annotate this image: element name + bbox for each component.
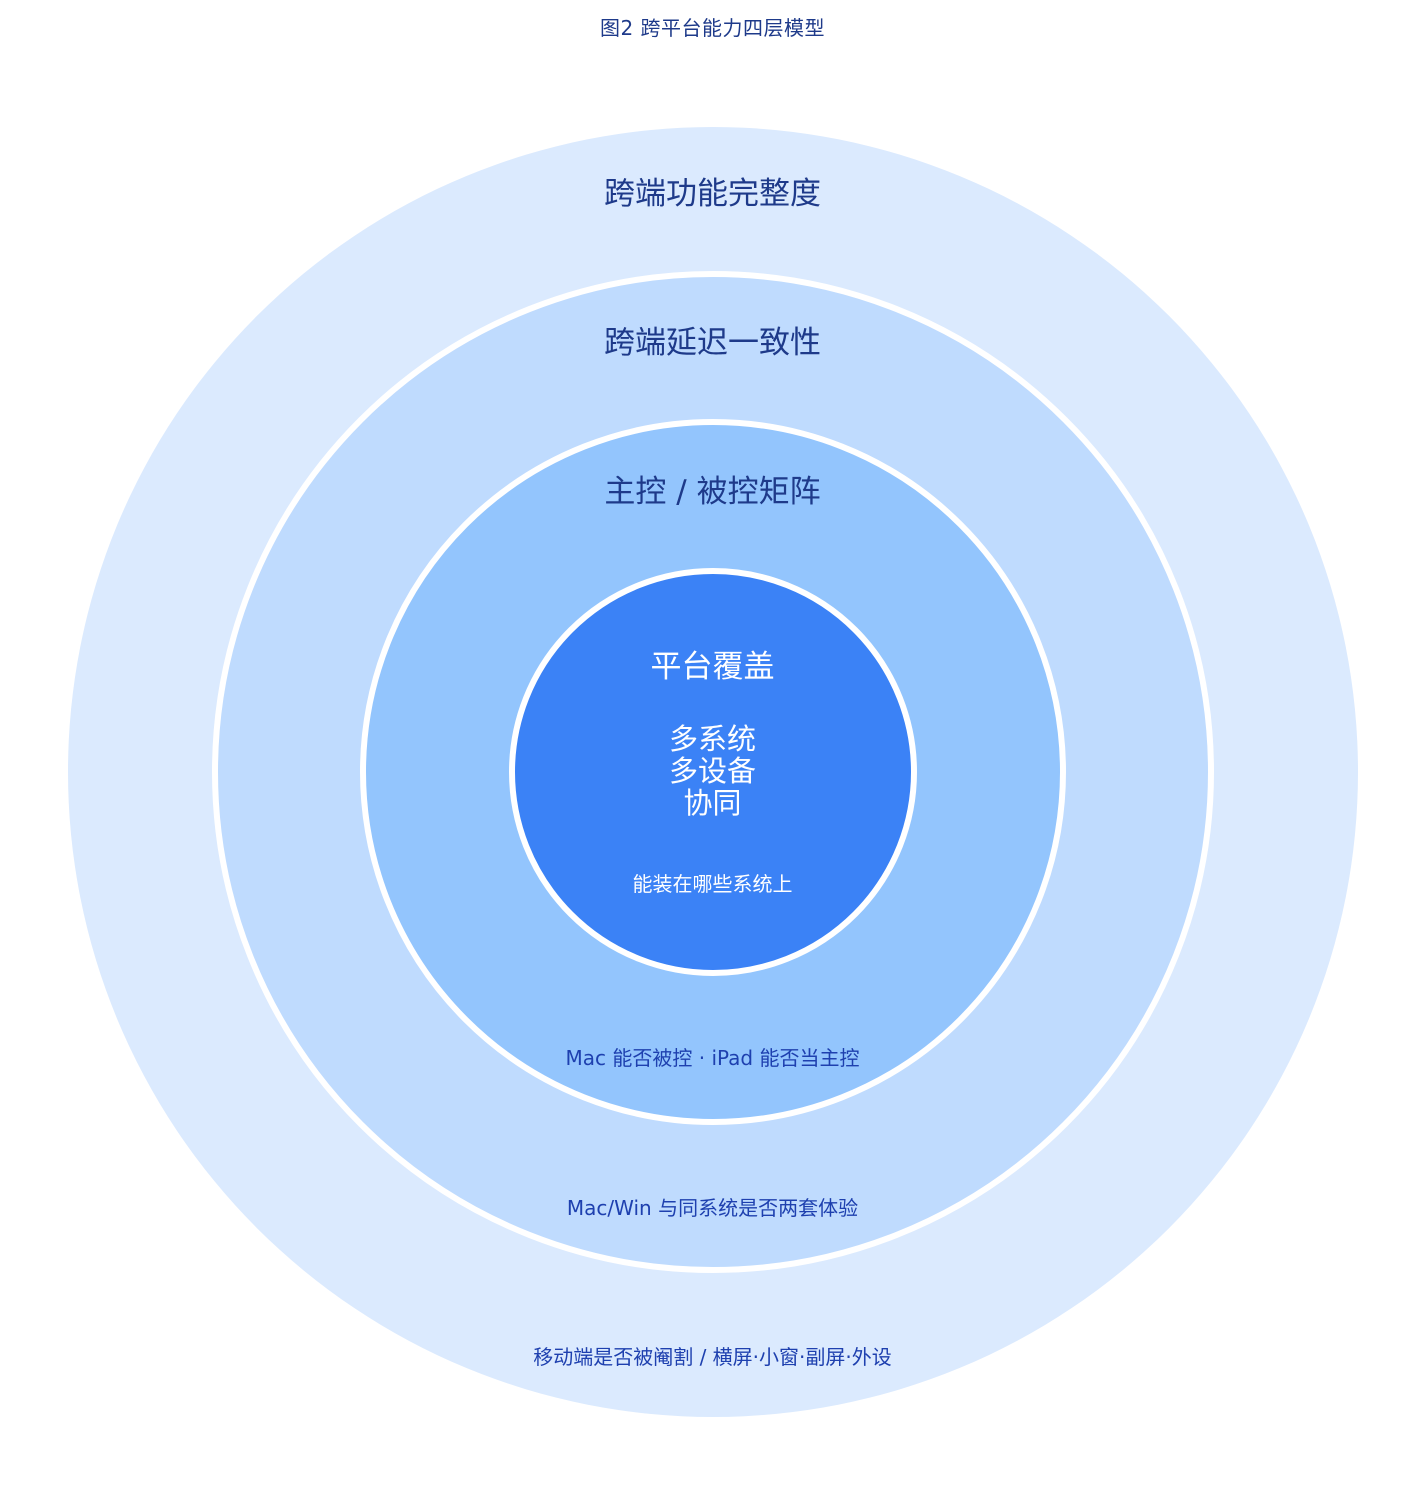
layer-second-title: 跨端延迟一致性 bbox=[604, 325, 821, 361]
layer-core-description: 能装在哪些系统上 bbox=[632, 872, 793, 896]
layer-core-circle bbox=[509, 568, 917, 976]
layer-outer-description: 移动端是否被阉割 / 横屏·小窗·副屏·外设 bbox=[533, 1345, 892, 1369]
core-line-3: 协同 bbox=[683, 786, 742, 820]
layer-core-title: 平台覆盖 bbox=[650, 649, 775, 685]
core-line-1: 多系统 bbox=[668, 722, 756, 756]
figure-title: 图2 跨平台能力四层模型 bbox=[599, 16, 826, 40]
layer-outer-title: 跨端功能完整度 bbox=[604, 176, 821, 212]
layer-third-description: Mac 能否被控 · iPad 能否当主控 bbox=[565, 1046, 860, 1070]
core-line-2: 多设备 bbox=[668, 754, 756, 788]
layer-second-description: Mac/Win 与同系统是否两套体验 bbox=[566, 1196, 859, 1220]
layer-third-title: 主控 / 被控矩阵 bbox=[604, 474, 821, 510]
